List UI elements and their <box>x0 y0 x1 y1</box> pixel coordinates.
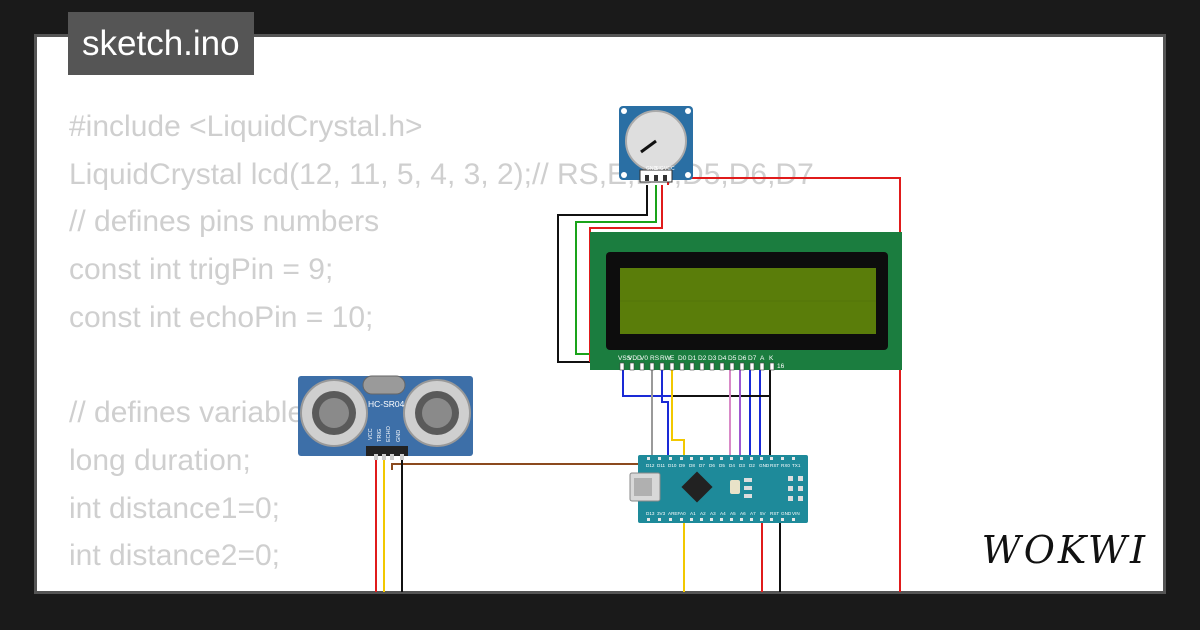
nano-bottom-pin-labels: D13 3V3 AREF A0 A1 A2 A3 A4 A5 A6 A7 5V … <box>646 511 800 516</box>
nano-pin-label: GND <box>759 463 770 468</box>
code-line: const int echoPin = 10; <box>69 300 374 334</box>
nano-pin-label: D9 <box>679 463 685 468</box>
sensor-pin-label: TRIG <box>377 429 383 442</box>
nano-pin-label: TX1 <box>792 463 801 468</box>
nano-top-header <box>647 457 795 460</box>
reset-button <box>730 480 740 494</box>
code-line: int distance2=0; <box>69 539 280 573</box>
nano-pin-label: 5V <box>760 511 767 516</box>
nano-pin-label: A0 <box>680 511 686 516</box>
nano-pin-label: A5 <box>730 511 736 516</box>
lcd-pin-label: D7 <box>748 355 757 362</box>
lcd-pin-label: RW <box>660 355 672 362</box>
lcd-display[interactable]: VSS VDD V0 RS RW E D0 D1 D2 D3 D4 D5 D6 … <box>590 232 902 371</box>
nano-pin-label: 3V3 <box>657 511 666 516</box>
nano-top-pin-labels: D12 D11 D10 D9 D8 D7 D6 D5 D4 D3 D2 GND … <box>646 463 801 468</box>
code-line: int distance1=0; <box>69 491 280 525</box>
nano-pin-label: D2 <box>749 463 755 468</box>
sensor-model-label: HC-SR04 <box>368 399 405 409</box>
lcd-pin-row <box>619 362 775 371</box>
nano-pin-label: D5 <box>719 463 725 468</box>
nano-pin-label: D12 <box>646 463 655 468</box>
nano-pin-label: A7 <box>750 511 756 516</box>
lcd-pin-label: D4 <box>718 355 727 362</box>
potentiometer[interactable]: GND SIG VCC <box>619 106 693 183</box>
lcd-pin-label: D3 <box>708 355 717 362</box>
nano-pin-label: D13 <box>646 511 655 516</box>
nano-pin-label: A4 <box>720 511 726 516</box>
pot-pin-label: VCC <box>664 166 675 172</box>
sensor-pin-label: GND <box>396 430 402 442</box>
lcd-pin-label: D1 <box>688 355 697 362</box>
lcd-pin-label: D5 <box>728 355 737 362</box>
nano-pin-label: GND <box>781 511 792 516</box>
wire-black-pot-gnd <box>557 185 648 363</box>
lcd-pin-label: A <box>760 355 765 362</box>
lcd-pin-labels: VSS VDD V0 RS RW E D0 D1 D2 D3 D4 D5 D6 … <box>618 355 785 370</box>
lcd-pin-label: D0 <box>678 355 687 362</box>
nano-bottom-header <box>647 518 795 521</box>
arduino-nano[interactable]: D12 D11 D10 D9 D8 D7 D6 D5 D4 D3 D2 GND … <box>629 455 808 523</box>
nano-pin-label: VIN <box>792 511 800 516</box>
nano-pin-label: RX0 <box>781 463 790 468</box>
nano-pin-label: RST <box>770 463 779 468</box>
pot-pin-label: SIG <box>655 166 664 172</box>
wire-blue-rw <box>622 370 672 397</box>
lcd-pin-label: VDD <box>628 355 642 362</box>
nano-pin-label: D4 <box>729 463 735 468</box>
canvas-frame: #include <LiquidCrystal.h>LiquidCrystal … <box>34 34 1166 594</box>
lcd-pin-label: V0 <box>640 355 648 362</box>
nano-pin-label: AREF <box>668 511 680 516</box>
code-editor-background: #include <LiquidCrystal.h>LiquidCrystal … <box>69 103 814 591</box>
nano-pin-label: D3 <box>739 463 745 468</box>
wokwi-logo: WOKWI <box>981 528 1148 572</box>
icsp-header <box>788 476 803 501</box>
wire-brown-echo <box>391 463 640 470</box>
lcd-pin-label: 16 <box>777 363 785 370</box>
lcd-pin-label: RS <box>650 355 660 362</box>
sensor-pin-label: ECHO <box>386 425 392 442</box>
code-line: // defines pins numbers <box>69 205 380 239</box>
nano-pin-label: D6 <box>709 463 715 468</box>
nano-pin-label: A6 <box>740 511 746 516</box>
lcd-pin-label: D2 <box>698 355 707 362</box>
lcd-pin-label: E <box>670 355 675 362</box>
nano-pin-label: A3 <box>710 511 716 516</box>
nano-pin-label: D8 <box>689 463 695 468</box>
wire-blue-mid <box>661 370 669 462</box>
file-title: sketch.ino <box>68 12 254 75</box>
nano-pin-label: RST <box>770 511 779 516</box>
knob-indicator <box>640 139 657 154</box>
pot-pin-label: GND <box>646 166 658 172</box>
nano-pin-label: D10 <box>668 463 677 468</box>
ultrasonic-sensor[interactable]: HC-SR04 VCC TRIG ECHO GND <box>298 375 473 460</box>
mcu-chip <box>681 471 713 503</box>
nano-pin-label: D7 <box>699 463 705 468</box>
sensor-pin-label: VCC <box>368 428 374 440</box>
nano-pin-label: A2 <box>700 511 706 516</box>
wire-black-k <box>672 370 771 397</box>
lcd-pin-label: D6 <box>738 355 747 362</box>
lcd-pin-label: K <box>769 355 774 362</box>
code-line: double Speed=0; <box>69 580 814 591</box>
nano-pin-label: A1 <box>690 511 696 516</box>
code-line: const int trigPin = 9; <box>69 253 334 287</box>
code-line: long duration; <box>69 443 251 477</box>
nano-pin-label: D11 <box>657 463 666 468</box>
lcd-pin-label: VSS <box>618 355 632 362</box>
code-line: #include <LiquidCrystal.h> <box>69 110 423 143</box>
